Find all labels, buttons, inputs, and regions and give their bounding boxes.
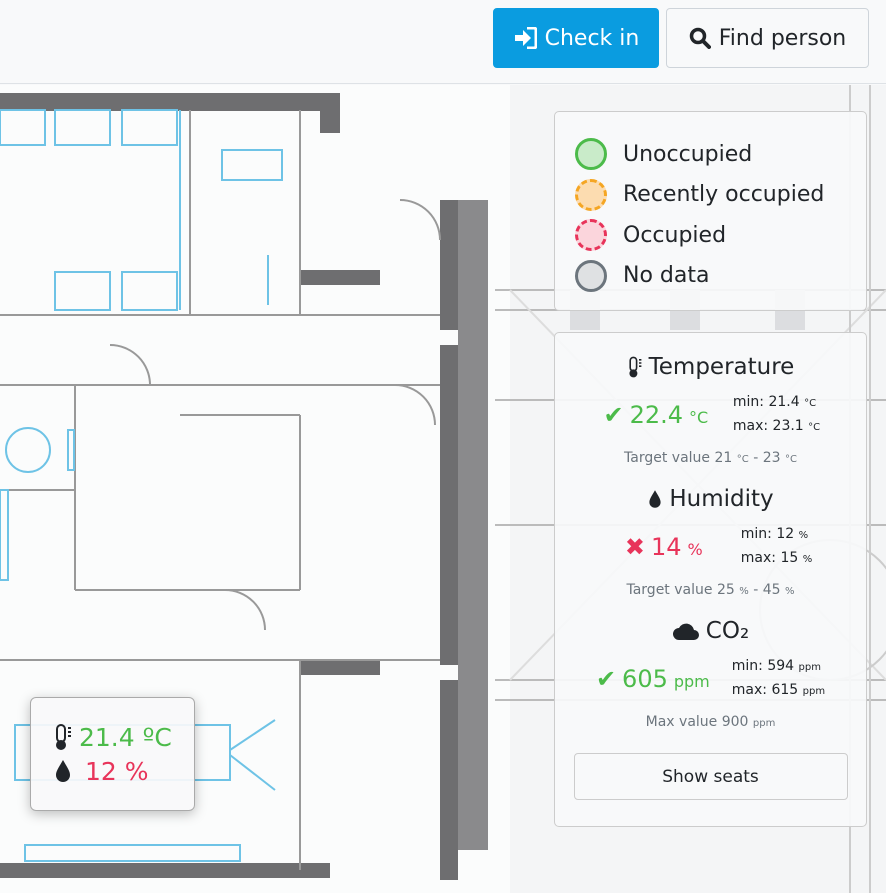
room-temperature: 21.4 ºC [79,722,172,752]
humidity-target: Target value 25 % - 45 % [626,582,795,598]
temperature-min: min: 21.4 °C [732,394,817,410]
top-toolbar: Check in Find person [0,0,886,84]
humidity-min: min: 12 % [740,526,809,542]
sign-in-icon [514,27,537,49]
check-in-button[interactable]: Check in [493,8,659,68]
humidity-reading: ✖14% min: 12 % max: 15 % [555,519,866,575]
legend-label: Recently occupied [623,182,825,208]
temperature-max: max: 23.1 °C [732,418,821,434]
legend-item: No data [575,256,846,297]
check-icon: ✔ [603,401,624,429]
temperature-unit: °C [689,408,709,427]
legend-status-dot-icon [575,138,607,171]
co2-reading: ✔605 ppm min: 594 ppm max: 615 ppm [555,651,866,707]
legend-item: Occupied [575,215,846,256]
thermometer-icon [629,356,642,378]
find-person-label: Find person [718,25,847,51]
legend-item: Unoccupied [575,134,846,175]
humidity-heading: Humidity [555,479,866,519]
temperature-heading: Temperature [555,347,866,387]
droplet-icon [649,490,661,508]
temperature-value: 22.4 [629,401,684,429]
check-in-label: Check in [544,25,640,51]
legend-label: No data [623,263,710,289]
humidity-value: 14 [650,533,682,561]
co2-unit: ppm [673,672,710,691]
show-seats-button[interactable]: Show seats [573,753,848,800]
find-person-button[interactable]: Find person [666,8,869,68]
co2-heading: CO₂ [555,611,866,651]
co2-min: min: 594 ppm [731,658,821,674]
legend-status-dot-icon [575,259,607,292]
legend-item: Recently occupied [575,175,846,216]
cross-icon: ✖ [624,533,645,561]
cloud-icon [672,623,699,640]
temperature-title: Temperature [648,354,795,380]
room-sensor-tooltip[interactable]: 21.4 ºC 12 % [30,697,195,811]
check-icon: ✔ [595,665,617,693]
search-icon [689,27,711,49]
co2-target: Max value 900 ppm [645,714,776,730]
droplet-icon [56,760,70,782]
co2-max: max: 615 ppm [731,682,826,698]
thermometer-icon [56,724,71,750]
legend-label: Occupied [623,222,727,248]
temperature-target: Target value 21 °C - 23 °C [624,450,797,466]
humidity-unit: % [687,540,703,559]
temperature-reading: ✔22.4 °C min: 21.4 °C max: 23.1 °C [555,387,866,443]
legend-status-dot-icon [575,178,607,211]
humidity-max: max: 15 % [740,550,813,566]
humidity-title: Humidity [669,486,774,512]
legend-status-dot-icon [575,219,607,252]
legend-label: Unoccupied [623,141,753,167]
room-humidity: 12 % [85,756,149,786]
co2-value: 605 [622,665,668,693]
co2-title: CO₂ [705,618,750,644]
